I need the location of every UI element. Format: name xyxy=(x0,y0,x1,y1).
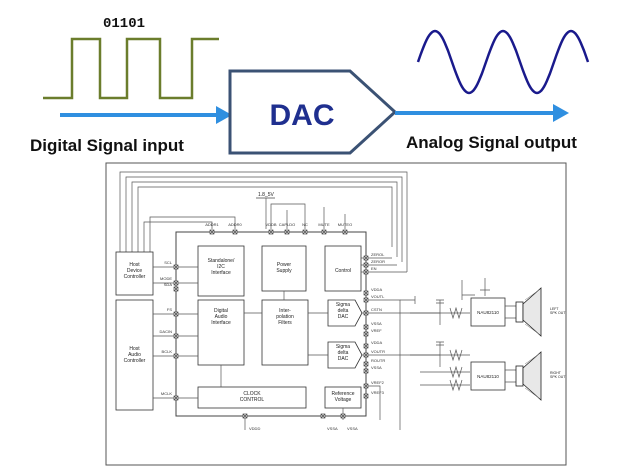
pin-label: CSTN xyxy=(371,307,382,312)
svg-text:Control: Control xyxy=(335,268,351,274)
pin-label: ADDR1 xyxy=(205,222,219,227)
pin-label: VREF xyxy=(371,328,382,333)
amplifier-left: NAU82110 xyxy=(470,297,506,327)
svg-text:NAU82110: NAU82110 xyxy=(477,310,499,315)
pin-label: VOUTR xyxy=(371,349,385,354)
output-network xyxy=(400,278,490,392)
pin-label: DACIN xyxy=(160,329,173,334)
input-arrow xyxy=(60,106,232,124)
analog-sine-wave xyxy=(416,29,590,95)
amplifier-right: NAU82110 xyxy=(470,361,506,391)
pin-label: ZEROR xyxy=(371,259,385,264)
dac-block: DAC xyxy=(228,69,398,155)
pin-label: MCLK xyxy=(161,391,172,396)
pin-label: BCLK xyxy=(162,349,173,354)
analog-output-label: Analog Signal output xyxy=(406,133,577,152)
pin-label: VSSA xyxy=(347,426,358,431)
output-arrow xyxy=(395,104,569,122)
pin-label: VSSA xyxy=(371,321,382,326)
pin-label: ROUTR xyxy=(371,358,385,363)
pin-label: VOUTL xyxy=(371,294,385,299)
pin-label: VDDA xyxy=(371,340,382,345)
pin-label: VREF2 xyxy=(371,380,385,385)
pin-label: MODE xyxy=(160,276,172,281)
dac-label: DAC xyxy=(270,99,335,132)
pin-label: MUTEO xyxy=(338,222,352,227)
pin-label: VDDD xyxy=(249,426,260,431)
control-block: Control xyxy=(324,245,362,292)
digital-input-label: Digital Signal input xyxy=(30,136,184,155)
pin-label: VSSA xyxy=(327,426,338,431)
pin-label: FS xyxy=(167,307,172,312)
supply-label: 1.8_5V xyxy=(258,192,275,198)
concept-section: 01101 DAC Digital Signal input Analog Si… xyxy=(30,16,590,155)
svg-text:NAU82110: NAU82110 xyxy=(477,374,499,379)
pin-label: VDDA xyxy=(371,287,382,292)
pin-label: VDDB xyxy=(265,222,276,227)
pin-label: ZEROL xyxy=(371,252,385,257)
pin-label: VREF3 xyxy=(371,390,385,395)
pin-label: CAPLDO xyxy=(279,222,295,227)
pin-label: ADDR0 xyxy=(228,222,242,227)
pin-label: MUTE xyxy=(318,222,330,227)
pin-label: VSSA xyxy=(371,365,382,370)
pin-label: EN xyxy=(371,266,377,271)
pin-label: SDA xyxy=(164,282,173,287)
pin-label: NC xyxy=(302,222,308,227)
digital-square-wave xyxy=(43,37,219,100)
pin-label: SCL xyxy=(164,260,173,265)
bits-label: 01101 xyxy=(103,16,145,32)
